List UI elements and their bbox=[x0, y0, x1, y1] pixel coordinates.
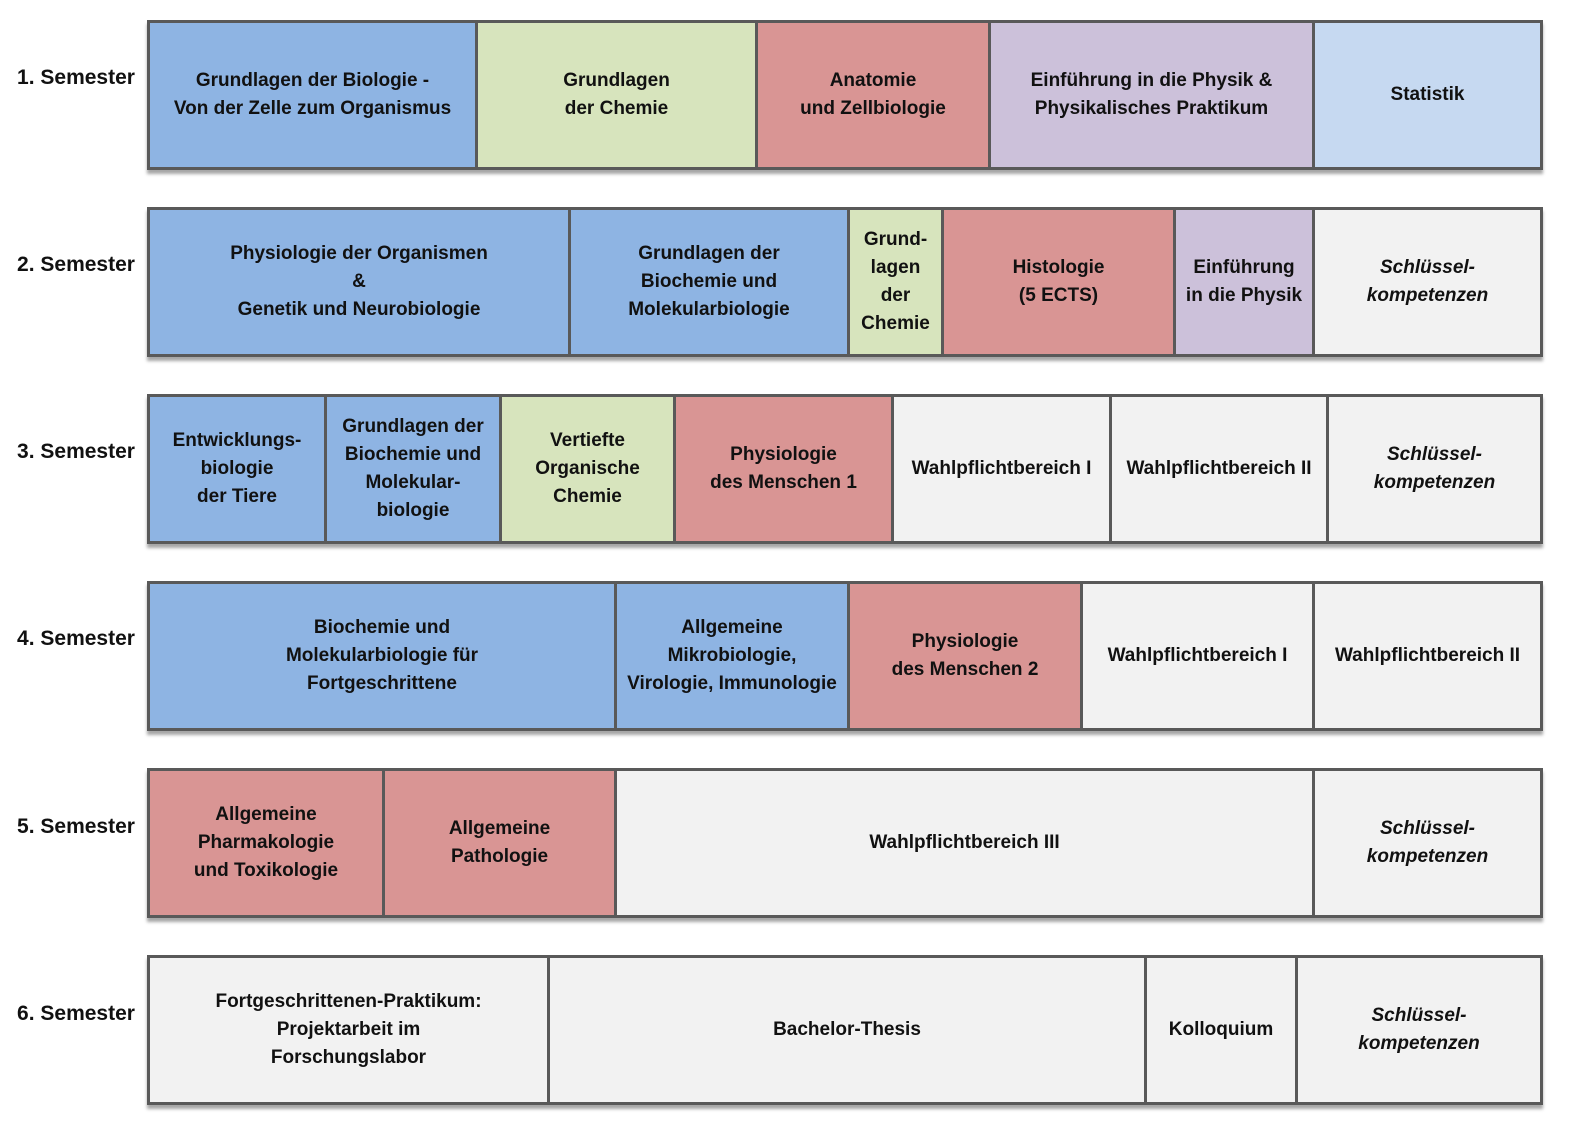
semester-1-label: 1. Semester bbox=[17, 66, 135, 89]
module-wahlpflicht-1: Wahlpflichtbereich I bbox=[1080, 584, 1312, 728]
module-entwicklungsbiologie: Entwicklungs- biologie der Tiere bbox=[150, 397, 324, 541]
semester-3-label: 3. Semester bbox=[17, 440, 135, 463]
module-wahlpflicht-2: Wahlpflichtbereich II bbox=[1312, 584, 1540, 728]
module-grundlagen-chemie-2: Grund- lagen der Chemie bbox=[847, 210, 941, 354]
module-schluesselkompetenzen: Schlüssel- kompetenzen bbox=[1312, 771, 1540, 915]
semester-3-row: Entwicklungs- biologie der Tiere Grundla… bbox=[147, 394, 1543, 544]
semester-6-row: Fortgeschrittenen-Praktikum: Projektarbe… bbox=[147, 955, 1543, 1105]
semester-2-label: 2. Semester bbox=[17, 253, 135, 276]
module-fortgeschrittenen-praktikum: Fortgeschrittenen-Praktikum: Projektarbe… bbox=[150, 958, 547, 1102]
module-mikrobiologie: Allgemeine Mikrobiologie, Virologie, Imm… bbox=[614, 584, 847, 728]
module-grundlagen-chemie: Grundlagen der Chemie bbox=[475, 23, 755, 167]
module-organische-chemie: Vertiefte Organische Chemie bbox=[499, 397, 673, 541]
module-wahlpflicht-2: Wahlpflichtbereich II bbox=[1109, 397, 1326, 541]
module-einfuehrung-physik: Einführung in die Physik bbox=[1173, 210, 1312, 354]
module-histologie: Histologie (5 ECTS) bbox=[941, 210, 1173, 354]
module-schluesselkompetenzen: Schlüssel- kompetenzen bbox=[1295, 958, 1540, 1102]
module-wahlpflicht-3: Wahlpflichtbereich III bbox=[614, 771, 1312, 915]
semester-1-row: Grundlagen der Biologie - Von der Zelle … bbox=[147, 20, 1543, 170]
semester-5-row: Allgemeine Pharmakologie und Toxikologie… bbox=[147, 768, 1543, 918]
module-pharmakologie: Allgemeine Pharmakologie und Toxikologie bbox=[150, 771, 382, 915]
semester-4-row: Biochemie und Molekularbiologie für Fort… bbox=[147, 581, 1543, 731]
module-anatomie-zellbiologie: Anatomie und Zellbiologie bbox=[755, 23, 988, 167]
semester-2-row: Physiologie der Organismen & Genetik und… bbox=[147, 207, 1543, 357]
module-statistik: Statistik bbox=[1312, 23, 1540, 167]
module-grundlagen-biologie: Grundlagen der Biologie - Von der Zelle … bbox=[150, 23, 475, 167]
module-bachelor-thesis: Bachelor-Thesis bbox=[547, 958, 1144, 1102]
semester-5-label: 5. Semester bbox=[17, 815, 135, 838]
module-physiologie-organismen: Physiologie der Organismen & Genetik und… bbox=[150, 210, 568, 354]
module-biochemie-molekularbiologie: Grundlagen der Biochemie und Molekularbi… bbox=[568, 210, 847, 354]
module-pathologie: Allgemeine Pathologie bbox=[382, 771, 614, 915]
module-schluesselkompetenzen: Schlüssel- kompetenzen bbox=[1312, 210, 1540, 354]
semester-6-label: 6. Semester bbox=[17, 1002, 135, 1025]
module-wahlpflicht-1: Wahlpflichtbereich I bbox=[891, 397, 1109, 541]
module-biochemie-fortgeschrittene: Biochemie und Molekularbiologie für Fort… bbox=[150, 584, 614, 728]
module-physiologie-menschen-2: Physiologie des Menschen 2 bbox=[847, 584, 1080, 728]
module-kolloquium: Kolloquium bbox=[1144, 958, 1295, 1102]
module-physik-praktikum: Einführung in die Physik & Physikalische… bbox=[988, 23, 1312, 167]
semester-4-label: 4. Semester bbox=[17, 627, 135, 650]
module-physiologie-menschen-1: Physiologie des Menschen 1 bbox=[673, 397, 891, 541]
module-biochemie-molekularbiologie-3: Grundlagen der Biochemie und Molekular- … bbox=[324, 397, 499, 541]
module-schluesselkompetenzen: Schlüssel- kompetenzen bbox=[1326, 397, 1540, 541]
